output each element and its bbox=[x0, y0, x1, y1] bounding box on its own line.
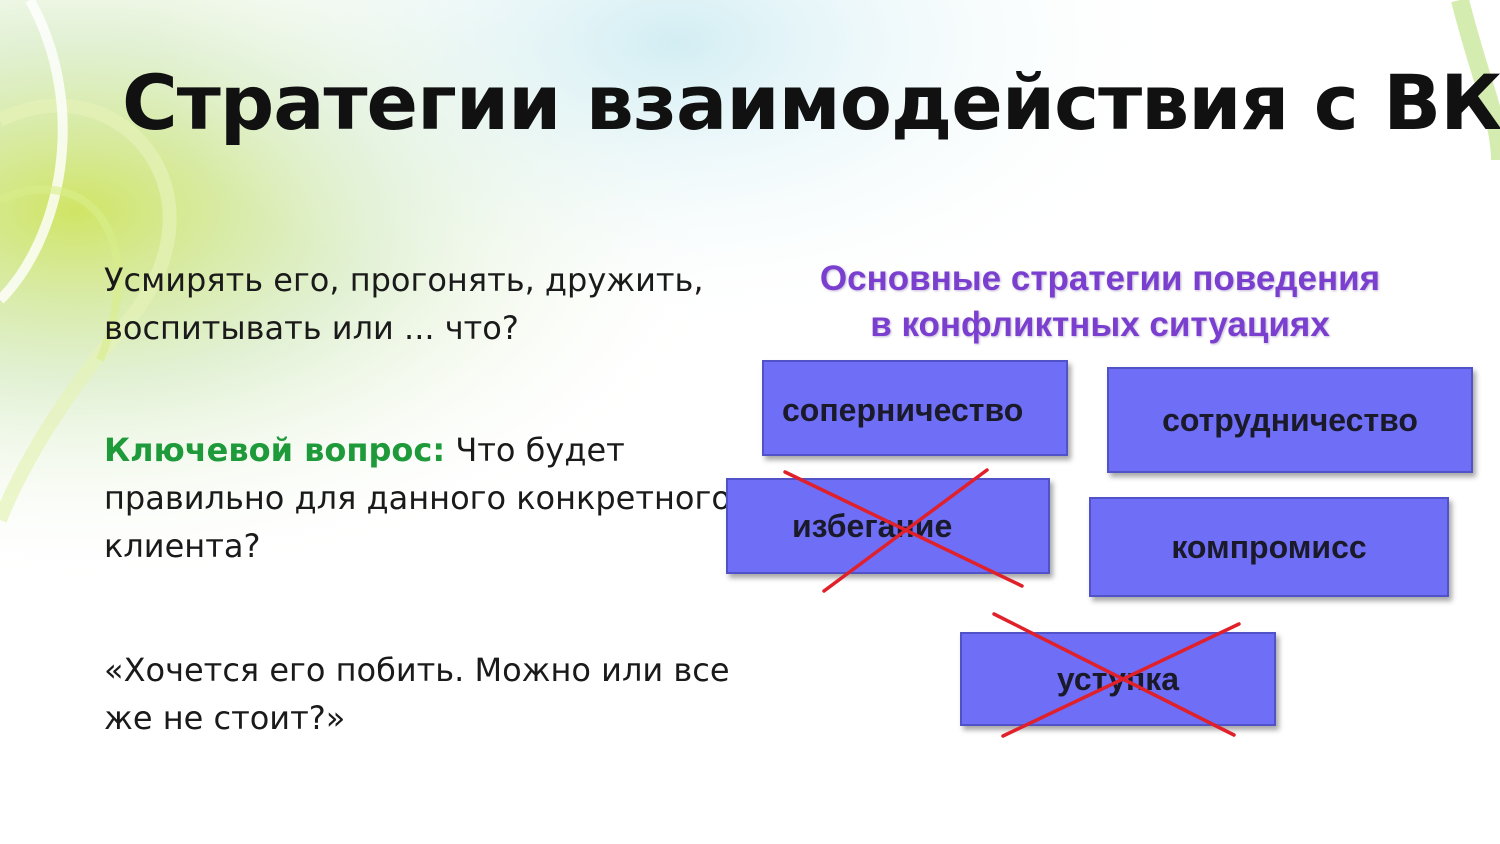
diagram-title-line1: Основные стратегии поведения bbox=[819, 259, 1381, 298]
strategy-box-compromise: компромисс bbox=[1089, 497, 1449, 597]
quote-text: «Хочется его побить. Можно или все же не… bbox=[104, 651, 730, 737]
diagram-title-line2: в конфликтных ситуациях bbox=[870, 305, 1330, 344]
strategy-box-competition: соперничество bbox=[762, 360, 1068, 456]
strategy-box-accommodation: уступка bbox=[960, 632, 1276, 726]
key-question-label: Ключевой вопрос: bbox=[104, 431, 446, 469]
slide-title: Стратегии взаимодействия с ВК bbox=[122, 58, 1500, 147]
paragraph-approaches: Усмирять его, прогонять, дружить, воспит… bbox=[104, 261, 704, 347]
diagram-title: Основные стратегии поведения в конфликтн… bbox=[760, 256, 1440, 348]
strategy-box-avoidance: избегание bbox=[726, 478, 1050, 574]
key-question-text: Что будет правильно для данного конкретн… bbox=[104, 431, 731, 565]
strategy-box-collaboration: сотрудничество bbox=[1107, 367, 1473, 473]
paragraph-key-question: Ключевой вопрос: Что будет правильно для… bbox=[104, 426, 744, 570]
